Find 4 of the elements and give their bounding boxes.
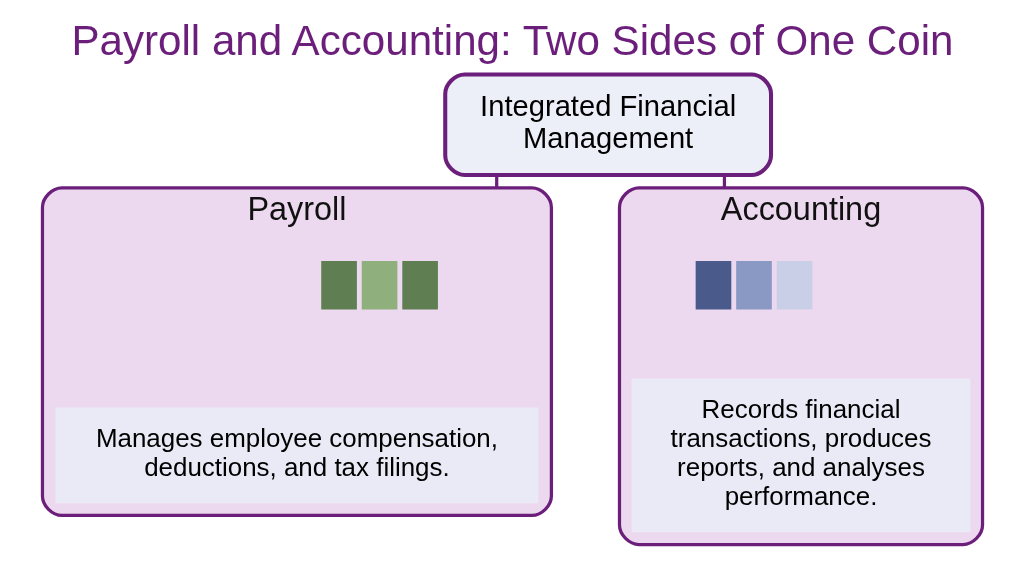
node-box: Integrated Financial Management: [442, 72, 773, 177]
diagram-title: Payroll and Accounting: Two Sides of One Coin: [70, 16, 954, 64]
connector: [494, 175, 498, 188]
connector: [722, 175, 726, 188]
